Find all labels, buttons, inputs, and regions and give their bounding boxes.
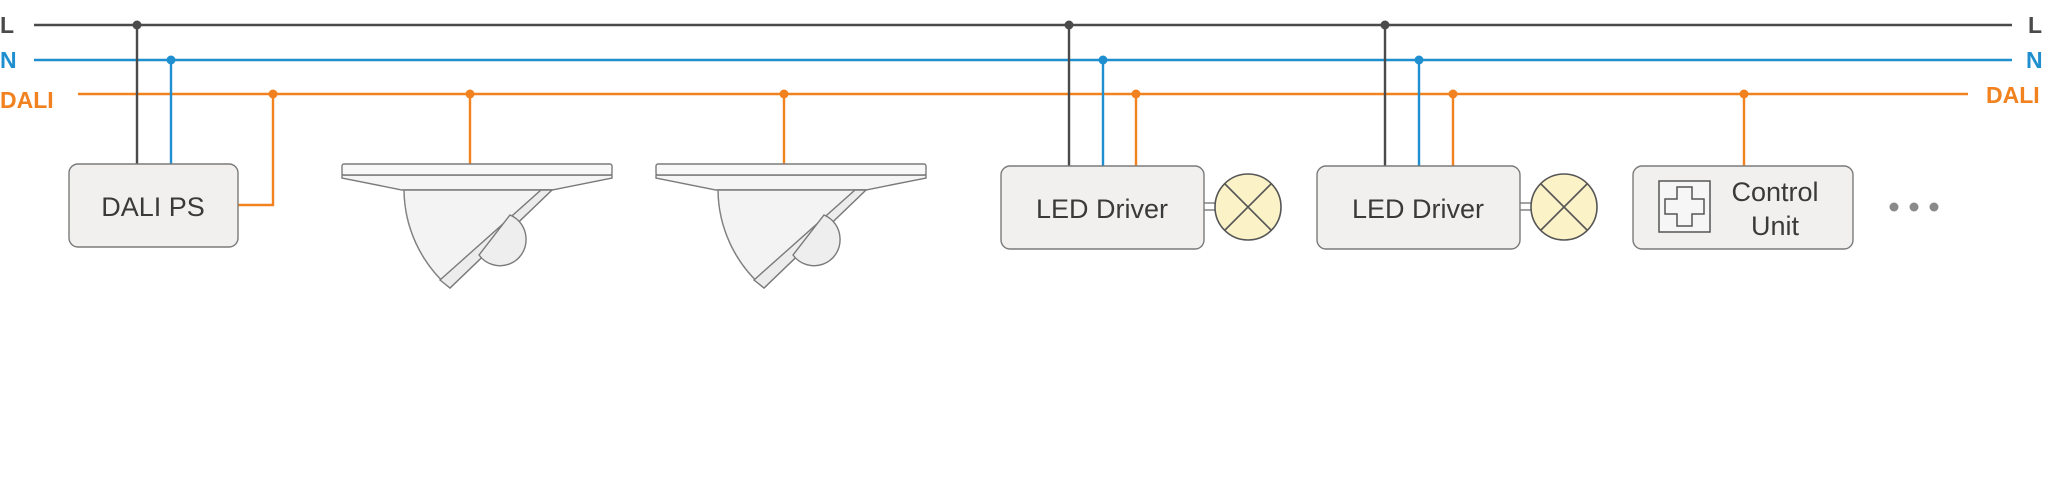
driver-2-l-junction (1380, 20, 1390, 30)
led-driver-1-device: LED Driver (1000, 20, 1282, 250)
control-unit-device: Control Unit (1632, 89, 1854, 250)
dali-label-left: DALI (0, 87, 54, 113)
l-label-left: L (0, 12, 14, 38)
control-unit-dali-junction (1739, 89, 1749, 99)
control-unit-label-line2: Unit (1751, 211, 1800, 241)
driver-1-n-junction (1098, 55, 1108, 65)
l-label-right: L (2028, 12, 2042, 38)
ceiling-motion-sensor-icon (341, 163, 613, 289)
motion-sensor-2 (655, 89, 927, 289)
dali-ps-dali-junction (268, 89, 278, 99)
dali-ps-dali-wire (238, 94, 275, 207)
dali-ps-device: DALI PS (68, 20, 278, 248)
led-driver-2-box (1316, 165, 1521, 250)
dali-ps-n-junction (166, 55, 176, 65)
driver-1-l-junction (1064, 20, 1074, 30)
dali-label-right: DALI (1986, 82, 2040, 108)
motion-sensor-1 (341, 89, 613, 289)
led-driver-1-label: LED Driver (1036, 194, 1168, 224)
sensor-2-dali-junction (779, 89, 789, 99)
n-label-right: N (2026, 47, 2043, 73)
led-driver-2-device: LED Driver (1316, 20, 1598, 250)
driver-2-dali-junction (1448, 89, 1458, 99)
lamp-cross-symbol-icon (1214, 173, 1282, 241)
ellipsis-icon (1889, 202, 1939, 212)
driver-1-dali-junction (1131, 89, 1141, 99)
led-driver-2-label: LED Driver (1352, 194, 1484, 224)
ceiling-motion-sensor-icon (655, 163, 927, 289)
dali-ps-label: DALI PS (101, 192, 205, 222)
dali-ps-l-junction (132, 20, 142, 30)
n-label-left: N (0, 47, 17, 73)
lamp-cross-symbol-icon (1530, 173, 1598, 241)
driver-2-n-junction (1414, 55, 1424, 65)
dali-ps-box (68, 163, 239, 248)
control-unit-label-line1: Control (1731, 177, 1818, 207)
cross-keypad-icon (1658, 180, 1711, 233)
sensor-1-dali-junction (465, 89, 475, 99)
led-driver-1-box (1000, 165, 1205, 250)
